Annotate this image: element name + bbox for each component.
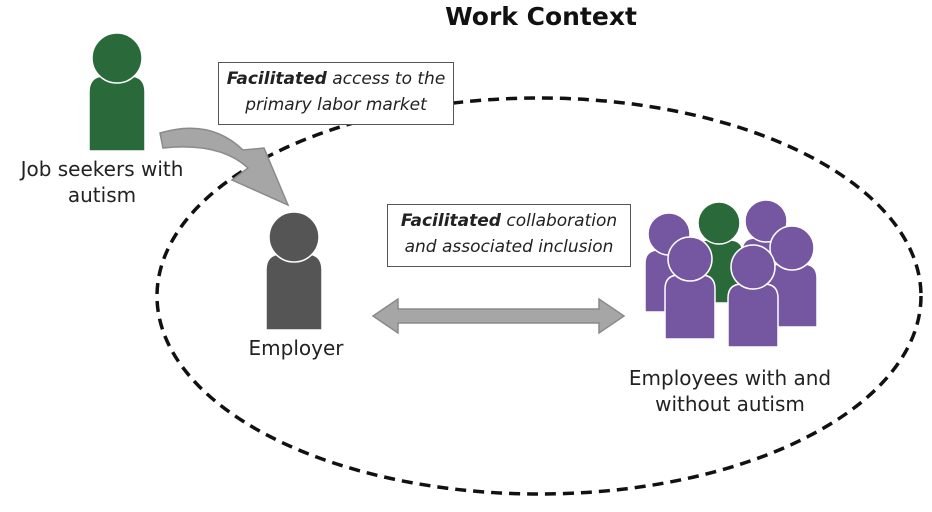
collaboration-box-bold: Facilitated <box>400 211 501 231</box>
employees-label: Employees with and without autism <box>612 365 848 417</box>
access-box-line1: Facilitated access to the <box>219 66 453 92</box>
collaboration-box: Facilitated collaboration and associated… <box>387 204 631 267</box>
employer-label-text: Employer <box>248 336 344 360</box>
employees-label-line1: Employees with and <box>628 366 832 390</box>
employee-person-icon-head <box>769 225 815 271</box>
job-seekers-label-line1: Job seekers with <box>20 157 184 181</box>
job-seeker-person-icon-body <box>88 75 146 152</box>
curved-arrow-icon <box>159 127 290 207</box>
employee-person-icon-body <box>664 274 716 340</box>
employee-person-icon-body <box>727 283 779 348</box>
access-box-rest: access to the <box>326 69 446 89</box>
employee-person-icon-head <box>730 244 776 290</box>
collaboration-box-line1: Facilitated collaboration <box>388 208 630 234</box>
job-seeker-person-icon <box>88 32 146 152</box>
double-arrow-icon <box>371 297 626 335</box>
job-seekers-label: Job seekers with autism <box>6 156 198 208</box>
job-seekers-label-line2: autism <box>67 183 137 207</box>
access-box-line2: primary labor market <box>245 95 427 115</box>
employer-person-icon-head <box>268 211 320 263</box>
employee-person-icon-head <box>697 201 741 245</box>
diagram-title: Work Context <box>445 2 637 31</box>
access-box-bold: Facilitated <box>226 69 327 89</box>
job-seeker-person-icon <box>88 32 146 152</box>
employer-label: Employer <box>226 335 366 361</box>
employee-person-icon <box>727 244 779 348</box>
employer-person-icon <box>265 211 323 331</box>
employer-person-icon-body <box>265 253 323 331</box>
employees-label-line2: without autism <box>655 392 805 416</box>
employee-person-icon <box>664 236 716 340</box>
collaboration-box-rest: collaboration <box>500 211 618 231</box>
employee-person-icon-head <box>667 236 713 282</box>
work-context-ellipse <box>155 96 923 496</box>
employee-person-icon <box>766 225 818 328</box>
employees-group-icon <box>644 199 818 348</box>
collaboration-box-line2: and associated inclusion <box>404 237 614 257</box>
employer-person-icon <box>265 211 323 331</box>
job-seeker-person-icon-head <box>91 32 143 84</box>
access-box: Facilitated access to the primary labor … <box>218 62 454 125</box>
